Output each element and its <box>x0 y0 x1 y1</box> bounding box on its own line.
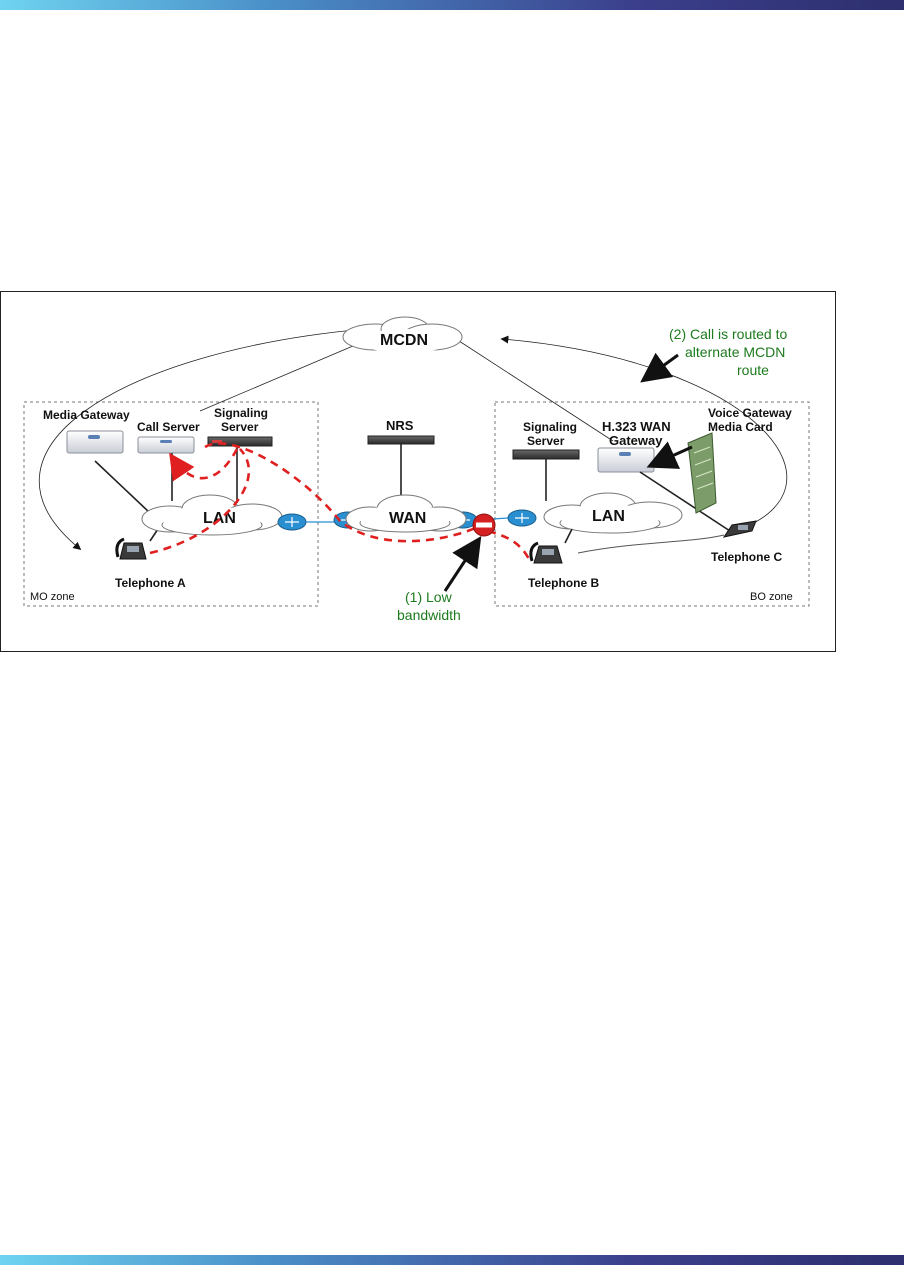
bo-lan-label: LAN <box>592 508 625 525</box>
bo-lan-router <box>507 509 537 527</box>
telephone-c-device <box>722 520 757 538</box>
low-bandwidth-note-1: (1) Low <box>405 589 453 605</box>
telephone-c-label: Telephone C <box>711 550 782 564</box>
mo-signaling-server-label-2: Server <box>221 420 259 434</box>
telephone-b-to-c-link <box>577 534 725 554</box>
call-routed-arrow <box>640 352 679 383</box>
wan-label: WAN <box>389 510 426 527</box>
bo-zone-label: BO zone <box>750 591 793 603</box>
network-diagram: MCDN Media Gateway Call Server Signaling… <box>0 291 836 652</box>
mo-lan-cloud <box>141 494 283 536</box>
low-bandwidth-note-2: bandwidth <box>397 607 461 623</box>
bo-signaling-server-device <box>512 449 580 460</box>
media-gateway-label: Media Gateway <box>43 408 130 422</box>
h323-gateway-label-1: H.323 WAN <box>602 419 671 434</box>
call-server-device <box>137 436 195 454</box>
h323-gateway-label-2: Gateway <box>609 433 663 448</box>
telephone-a-to-lan <box>149 528 159 542</box>
blocked-sign-icon <box>472 513 496 537</box>
gateway-to-telephone-c <box>639 471 731 532</box>
voice-gateway-label-2: Media Card <box>708 420 773 434</box>
call-routed-note-3: route <box>737 362 769 378</box>
voice-gateway-label-1: Voice Gateway <box>708 406 792 420</box>
telephone-b-device <box>529 541 563 564</box>
bo-signaling-server-label-1: Signaling <box>523 420 577 434</box>
telephone-b-to-lan <box>564 528 573 544</box>
telephone-b-label: Telephone B <box>528 576 599 590</box>
mcdn-to-gateway-link <box>455 338 614 442</box>
telephone-a-label: Telephone A <box>115 576 186 590</box>
media-gateway-device <box>66 430 124 454</box>
mo-lan-router <box>277 513 307 531</box>
mo-zone-box <box>23 401 319 607</box>
mo-zone-label: MO zone <box>30 591 75 603</box>
call-path-telephone-a <box>149 448 251 555</box>
telephone-a-device <box>115 537 147 560</box>
mcdn-label: MCDN <box>380 332 428 349</box>
h323-wan-gateway-device <box>597 447 655 473</box>
voice-gateway-media-card-device <box>687 432 717 514</box>
nrs-label: NRS <box>386 418 414 433</box>
mcdn-cloud <box>342 316 463 353</box>
call-path-across-wan <box>204 442 483 543</box>
bottom-decorative-bar <box>0 1255 904 1265</box>
mcdn-to-telephone-a-arc <box>38 328 366 551</box>
mcdn-to-mo-link <box>199 342 361 412</box>
low-bandwidth-arrow <box>443 535 482 592</box>
mo-lan-label: LAN <box>203 510 236 527</box>
top-decorative-bar <box>0 0 904 10</box>
bo-signaling-server-label-2: Server <box>527 434 565 448</box>
call-routed-note-2: alternate MCDN <box>685 344 785 360</box>
bo-zone-box <box>494 401 810 607</box>
wan-cloud <box>345 494 467 533</box>
call-routed-note-1: (2) Call is routed to <box>669 326 787 342</box>
call-path-to-call-server <box>169 448 239 482</box>
mo-signaling-server-device <box>207 436 273 447</box>
mo-signaling-server-label-1: Signaling <box>214 406 268 420</box>
media-gateway-to-lan <box>94 460 151 514</box>
bo-lan-cloud <box>543 492 683 534</box>
nrs-device <box>367 435 435 445</box>
call-server-label: Call Server <box>137 420 200 434</box>
media-card-pointer-arrow <box>646 441 693 469</box>
